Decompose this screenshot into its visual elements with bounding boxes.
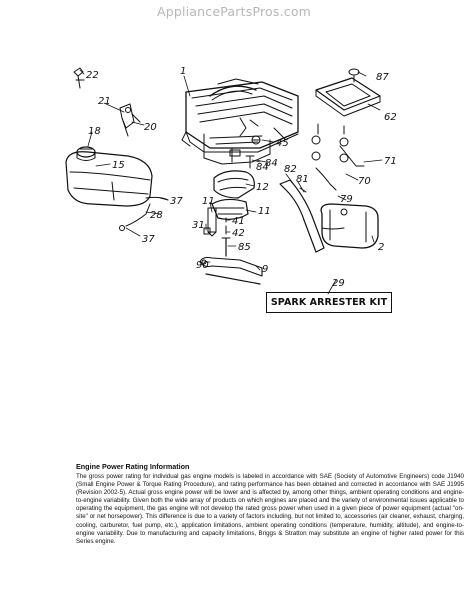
callout-28: 28 — [150, 210, 163, 221]
callout-12: 12 — [256, 182, 269, 193]
callout-11-right: 11 — [258, 206, 271, 217]
callout-42: 42 — [232, 228, 245, 239]
callout-9: 9 — [262, 264, 268, 275]
callout-31: 31 — [192, 220, 205, 231]
callout-29: 29 — [332, 278, 345, 289]
callout-41: 41 — [232, 216, 245, 227]
bracket — [199, 256, 263, 285]
mounting-hardware — [227, 135, 261, 169]
callout-11-left: 11 — [202, 196, 215, 207]
callout-62: 62 — [384, 112, 397, 123]
engine-power-rating-text: The gross power rating for individual ga… — [76, 473, 464, 545]
callout-84-upper: 84 — [265, 158, 278, 169]
blower-housing — [211, 170, 255, 220]
callout-45: 45 — [276, 138, 289, 149]
callout-71: 71 — [384, 156, 397, 167]
callout-22: 22 — [86, 70, 99, 81]
spark-arrester-kit-label: SPARK ARRESTER KIT — [266, 292, 392, 313]
callout-numbers: 1 22 87 62 21 20 18 45 84 84 15 82 71 70… — [86, 66, 397, 289]
callout-70: 70 — [358, 176, 371, 187]
callout-2: 2 — [378, 242, 384, 253]
callout-37-lower: 37 — [142, 234, 155, 245]
callout-81: 81 — [296, 174, 309, 185]
fuel-tank — [65, 146, 153, 207]
callout-21: 21 — [98, 96, 111, 107]
callout-18: 18 — [88, 126, 101, 137]
post-parts — [203, 207, 231, 257]
throttle-parts — [73, 67, 141, 137]
exhaust-pipe — [279, 179, 325, 253]
callout-85: 85 — [238, 242, 251, 253]
callout-79: 79 — [340, 194, 353, 205]
callout-90: 90 — [196, 260, 209, 271]
callout-87: 87 — [376, 72, 389, 83]
callout-84-lower: 84 — [256, 162, 269, 173]
callout-82: 82 — [284, 164, 297, 175]
engine-power-rating-title: Engine Power Rating Information — [76, 462, 190, 471]
watermark: AppliancePartsPros.com — [156, 4, 312, 19]
engine-drawing — [181, 78, 299, 165]
air-cleaner-parts — [315, 68, 381, 117]
callout-15: 15 — [112, 160, 125, 171]
callout-1: 1 — [180, 66, 186, 77]
callout-20: 20 — [144, 122, 157, 133]
leader-lines — [79, 69, 383, 295]
callout-37-upper: 37 — [170, 196, 183, 207]
muffler — [311, 123, 379, 249]
